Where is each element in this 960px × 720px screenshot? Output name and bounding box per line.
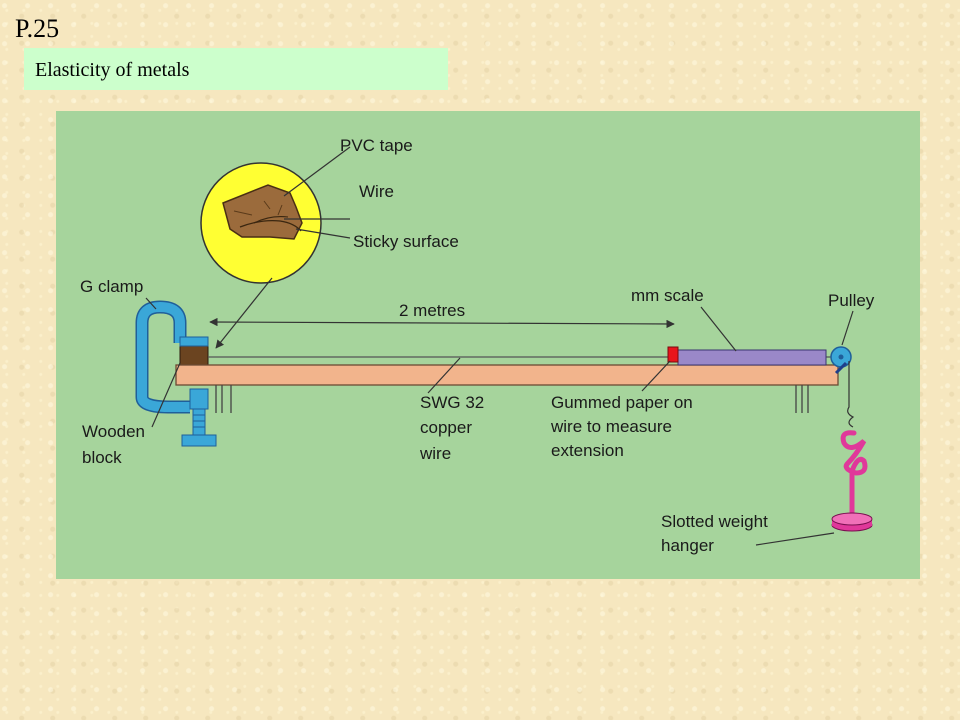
page-number: P.25: [15, 14, 60, 43]
label-mm-scale: mm scale: [631, 286, 704, 305]
label-pvc-tape: PVC tape: [340, 136, 413, 155]
bench-legs: [215, 385, 809, 413]
label-swg-wire-line3: wire: [419, 444, 451, 463]
magnified-inset: [200, 162, 322, 284]
label-gummed-paper-line3: extension: [551, 441, 624, 460]
label-pulley: Pulley: [828, 291, 875, 310]
gummed-paper-marker: [667, 346, 679, 363]
slotted-weight-hanger: [831, 430, 873, 532]
label-swg-wire-line1: SWG 32: [420, 393, 484, 412]
bench: [175, 364, 839, 386]
pulley: [830, 346, 852, 375]
label-gummed-paper: Gummed paper on wire to measure extensio…: [550, 393, 697, 460]
label-g-clamp: G clamp: [80, 277, 143, 296]
label-wooden-block: Wooden block: [82, 422, 150, 467]
two-metres-dimension-arrow: [209, 317, 675, 329]
label-hanger: Slotted weight hanger: [661, 512, 773, 555]
label-hanger-line1: Slotted weight: [661, 512, 768, 531]
label-wooden-block-line2: block: [82, 448, 122, 467]
slide-title: Elasticity of metals: [24, 48, 448, 90]
mm-scale: [677, 349, 827, 366]
label-sticky-surface: Sticky surface: [353, 232, 459, 251]
label-swg-wire: SWG 32 copper wire: [419, 393, 489, 463]
label-swg-wire-line2: copper: [420, 418, 472, 437]
label-gummed-paper-line1: Gummed paper on: [551, 393, 693, 412]
g-clamp: [135, 300, 217, 447]
label-gummed-paper-line2: wire to measure: [550, 417, 672, 436]
label-wire: Wire: [359, 182, 394, 201]
elasticity-apparatus-diagram: PVC tape Wire Sticky surface: [56, 111, 920, 579]
label-two-metres: 2 metres: [399, 301, 465, 320]
label-hanger-line2: hanger: [661, 536, 714, 555]
label-wooden-block-line1: Wooden: [82, 422, 145, 441]
wooden-block: [179, 344, 209, 366]
